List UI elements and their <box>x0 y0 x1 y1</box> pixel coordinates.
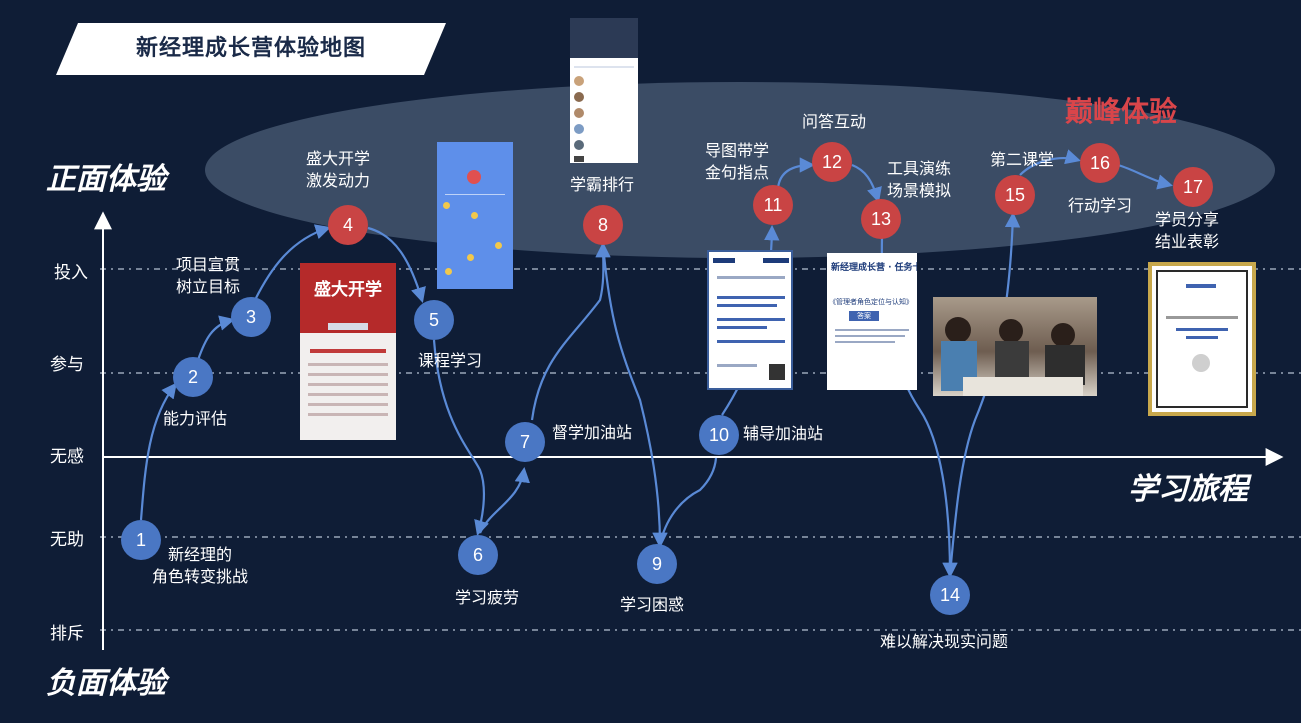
stage-node-7[interactable]: 7 <box>505 422 545 462</box>
stage-label-9: 学习困惑 <box>620 595 685 614</box>
title-banner: 新经理成长营体验地图 <box>56 23 446 75</box>
level-label-engage: 参与 <box>50 355 84 375</box>
stage-node-5[interactable]: 5 <box>414 300 454 340</box>
stage-node-17[interactable]: 17 <box>1173 167 1213 207</box>
course-app-thumbnail <box>437 142 513 289</box>
stage-node-10[interactable]: 10 <box>699 415 739 455</box>
stage-label-3: 项目宣贯 树立目标 <box>175 255 240 296</box>
stage-node-3[interactable]: 3 <box>231 297 271 337</box>
stage-label-14: 难以解决现实问题 <box>880 632 1009 651</box>
page-title: 新经理成长营体验地图 <box>135 36 366 61</box>
level-label-helpless: 无助 <box>50 530 84 550</box>
tool-card-subtitle: 《管理者角色定位与认知》 <box>829 298 913 306</box>
stage-label-4: 盛大开学 激发动力 <box>305 149 370 190</box>
stage-label-16: 行动学习 <box>1068 196 1133 215</box>
stage-node-13[interactable]: 13 <box>861 199 901 239</box>
tool-card-tag: 答案 <box>849 311 879 321</box>
level-label-invest: 投入 <box>54 263 88 283</box>
stage-label-12: 问答互动 <box>802 112 867 131</box>
tool-card-thumbnail: 新经理成长营 · 任务卡 《管理者角色定位与认知》 答案 <box>827 253 917 390</box>
poster-heading: 盛大开学 <box>314 280 382 300</box>
opening-poster-thumbnail: 盛大开学 <box>300 263 396 440</box>
stage-node-1[interactable]: 1 <box>121 520 161 560</box>
stage-label-2: 能力评估 <box>163 409 228 428</box>
second-class-photo <box>933 297 1097 396</box>
title-banner-shape <box>56 23 446 75</box>
stage-node-11[interactable]: 11 <box>753 185 793 225</box>
peak-experience-label: 巅峰体验 <box>1065 95 1178 128</box>
stage-label-15: 第二课堂 <box>990 150 1055 169</box>
stage-node-4[interactable]: 4 <box>328 205 368 245</box>
journey-path <box>139 149 1173 579</box>
stage-label-11: 导图带学 金句指点 <box>704 141 769 182</box>
level-label-indifferent: 无感 <box>50 447 84 467</box>
stage-label-8: 学霸排行 <box>570 175 635 194</box>
stage-label-6: 学习疲劳 <box>455 588 520 607</box>
mindmap-card-thumbnail <box>707 250 793 390</box>
certificate-thumbnail <box>1148 262 1256 416</box>
stage-label-5: 课程学习 <box>418 351 483 370</box>
stage-label-10: 辅导加油站 <box>743 424 824 443</box>
stage-node-12[interactable]: 12 <box>812 142 852 182</box>
stage-node-6[interactable]: 6 <box>458 535 498 575</box>
stage-label-1: 新经理的 角色转变挑战 <box>152 545 249 586</box>
stage-node-16[interactable]: 16 <box>1080 143 1120 183</box>
stage-node-2[interactable]: 2 <box>173 357 213 397</box>
stage-node-8[interactable]: 8 <box>583 205 623 245</box>
negative-axis-label: 负面体验 <box>46 666 166 701</box>
stage-node-9[interactable]: 9 <box>637 544 677 584</box>
stage-label-17: 学员分享 结业表彰 <box>1154 210 1219 251</box>
tool-card-heading: 新经理成长营 · 任务卡 <box>831 263 917 273</box>
journey-axis-label: 学习旅程 <box>1128 472 1248 507</box>
positive-axis-label: 正面体验 <box>46 162 166 197</box>
ranking-app-thumbnail <box>570 18 638 163</box>
stage-node-14[interactable]: 14 <box>930 575 970 615</box>
stage-node-15[interactable]: 15 <box>995 175 1035 215</box>
stage-label-7: 督学加油站 <box>552 423 633 442</box>
stage-label-13: 工具演练 场景模拟 <box>886 159 951 200</box>
level-label-reject: 排斥 <box>50 624 84 644</box>
